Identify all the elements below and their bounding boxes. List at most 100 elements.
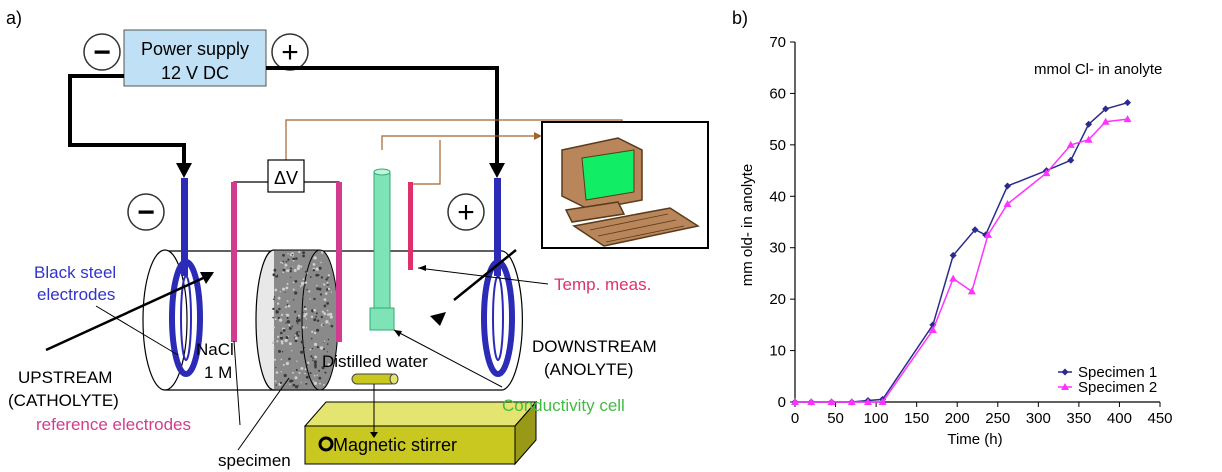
specimen-speckle — [305, 382, 308, 385]
downstream-label-1: DOWNSTREAM — [532, 337, 657, 356]
specimen-speckle — [314, 355, 317, 359]
specimen-speckle — [273, 298, 275, 301]
series-point — [1102, 105, 1110, 113]
specimen-speckle — [279, 318, 283, 322]
black-steel-label-1: Black steel — [34, 263, 116, 282]
specimen-speckle — [298, 314, 300, 317]
specimen-speckle — [289, 383, 291, 385]
power-minus-terminal — [83, 33, 121, 71]
specimen-speckle — [291, 350, 293, 352]
specimen-speckle — [282, 329, 286, 332]
reference-electrode-right — [336, 182, 342, 342]
specimen-speckle — [273, 358, 276, 361]
specimen-speckle — [303, 347, 306, 349]
y-tick-label: 0 — [778, 394, 786, 411]
series-point — [827, 398, 836, 405]
series-point — [1061, 383, 1069, 390]
series-point — [1042, 169, 1051, 177]
specimen-speckle — [297, 323, 299, 325]
panel-a-label: a) — [6, 8, 22, 28]
specimen-speckle — [318, 376, 322, 380]
specimen-speckle — [287, 258, 290, 261]
deltav-box — [267, 159, 305, 193]
specimen-speckle — [320, 276, 324, 279]
x-tick-label: 400 — [1107, 410, 1132, 427]
specimen-speckle — [273, 268, 277, 272]
specimen-speckle — [285, 336, 289, 340]
specimen-speckle — [319, 346, 324, 350]
specimen-speckle — [306, 364, 308, 366]
specimen-speckle — [286, 316, 289, 319]
upstream-label-1: UPSTREAM — [18, 368, 112, 387]
temp-meas-label: Temp. meas. — [554, 275, 651, 294]
specimen-speckle — [298, 331, 300, 333]
specimen-speckle — [278, 335, 280, 337]
specimen-speckle — [305, 327, 308, 329]
specimen-speckle — [320, 315, 323, 319]
positive-wire — [266, 66, 499, 165]
black-steel-label-2: electrodes — [37, 285, 115, 304]
specimen-speckle — [294, 376, 298, 380]
deltav-connector — [233, 181, 268, 248]
specimen-speckle — [292, 371, 294, 374]
series-point — [847, 398, 856, 405]
specimen-speckle — [281, 262, 284, 264]
specimen-speckle — [282, 253, 285, 257]
panel-b: b) mmol Cl- in anolyte mm old- in anolyt… — [732, 8, 1173, 448]
specimen-speckle — [318, 266, 322, 270]
specimen-speckle — [313, 256, 317, 260]
y-tick-label: 50 — [769, 137, 786, 154]
temp-sensor — [408, 182, 413, 270]
specimen-speckle — [312, 263, 316, 266]
specimen-speckle — [321, 251, 324, 254]
specimen-speckle — [290, 276, 292, 278]
specimen-speckle — [285, 286, 289, 290]
y-tick-label: 70 — [769, 34, 786, 51]
power-plus-sign: + — [281, 36, 299, 69]
panel-b-label: b) — [732, 8, 748, 28]
series-point — [1067, 156, 1075, 164]
conductivity-cell — [369, 168, 395, 331]
specimen-speckle — [326, 351, 328, 353]
series-point — [791, 398, 799, 405]
specimen-speckle — [300, 281, 305, 286]
specimen-speckle — [276, 302, 280, 305]
specimen-speckle — [280, 313, 284, 316]
specimen-speckle — [292, 281, 295, 284]
specimen-speckle — [327, 338, 330, 341]
specimen-speckle — [275, 371, 279, 374]
series-point — [1066, 140, 1075, 148]
specimen-speckle — [275, 367, 277, 369]
specimen-speckle — [292, 288, 295, 291]
specimen-speckle — [284, 338, 288, 343]
callout-arrows — [45, 249, 549, 451]
nacl-label-2: 1 M — [204, 363, 232, 382]
specimen-speckle — [277, 316, 280, 319]
specimen-speckle — [309, 298, 311, 300]
power-supply-label-line1: Power supply — [141, 39, 249, 59]
specimen-speckle — [288, 326, 292, 330]
specimen-speckle — [319, 293, 323, 296]
specimen-speckle — [279, 261, 282, 264]
specimen-speckle — [318, 287, 322, 291]
anode-sign: + — [457, 196, 475, 229]
magnetic-stirrer — [303, 400, 538, 466]
specimen-speckle — [279, 291, 281, 293]
cathode-rod — [181, 178, 188, 276]
specimen-speckle — [296, 360, 298, 362]
specimen-speckle — [318, 369, 321, 372]
specimen-speckle — [307, 361, 310, 364]
specimen-speckle — [285, 313, 288, 316]
specimen-speckle — [279, 381, 282, 384]
specimen-speckle — [289, 269, 292, 273]
x-tick-label: 250 — [985, 410, 1010, 427]
x-tick-label: 0 — [791, 410, 799, 427]
specimen-speckle — [272, 341, 275, 344]
deltav-connector-right — [304, 181, 340, 248]
series-point — [928, 326, 937, 333]
specimen-speckle — [308, 290, 311, 293]
specimen-speckle — [272, 340, 274, 342]
specimen-speckle — [327, 287, 331, 291]
series-point — [984, 230, 993, 238]
